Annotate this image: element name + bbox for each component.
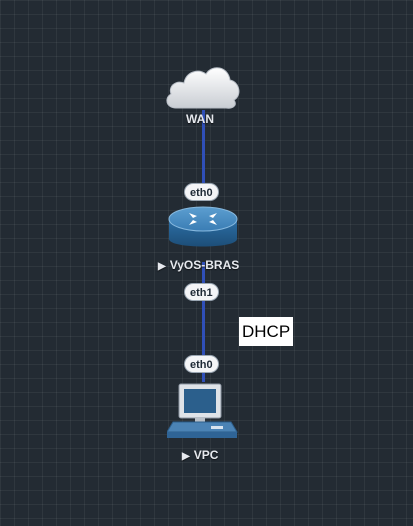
node-label-wan: WAN [186,112,214,126]
dhcp-annotation[interactable]: DHCP [239,317,294,346]
port-label-router-eth0: eth0 [184,183,219,201]
play-icon[interactable]: ▶ [158,261,166,272]
link-router-vpc[interactable] [202,262,205,382]
computer-icon[interactable] [167,382,239,444]
router-icon[interactable] [167,203,239,255]
play-icon[interactable]: ▶ [182,451,190,462]
link-wan-router[interactable] [202,110,205,188]
node-label-router: ▶VyOS-BRAS [158,258,239,272]
node-label-vpc: ▶VPC [182,448,218,462]
port-label-vpc-eth0: eth0 [184,355,219,373]
node-label-router-text: VyOS-BRAS [169,258,240,272]
node-label-vpc-text: VPC [193,448,219,462]
port-label-router-eth1: eth1 [184,283,219,301]
cloud-icon[interactable] [162,62,242,112]
